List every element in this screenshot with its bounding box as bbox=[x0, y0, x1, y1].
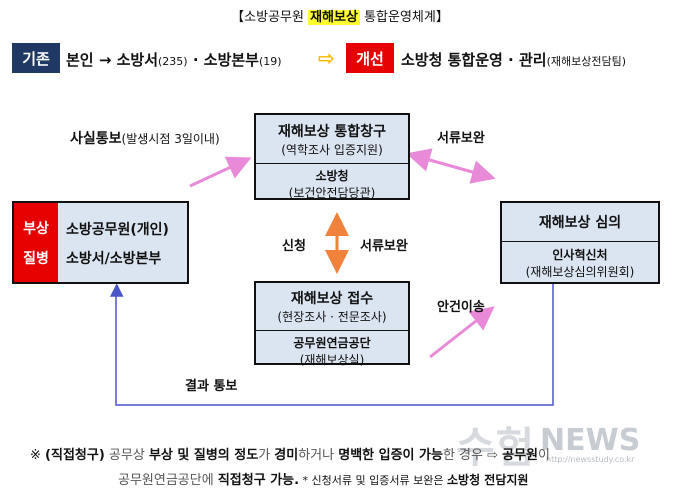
case-transfer-arrow bbox=[429, 306, 495, 359]
integrated-window-org: 소방청 bbox=[315, 169, 349, 183]
improve-arrow-icon: ⇨ bbox=[318, 46, 335, 70]
review-box: 재해보상 심의 인사혁신처 (재해보상심의위원회) bbox=[500, 201, 660, 284]
footnote-text-b: 공무상 bbox=[104, 448, 149, 463]
injury-tag: 부상 질병 bbox=[14, 203, 58, 282]
fact-notice-text: 사실통보 bbox=[70, 131, 122, 147]
result-notice-label: 결과 통보 bbox=[185, 379, 238, 394]
fact-notice-arrow bbox=[189, 156, 252, 188]
diagram-title: 【소방공무원 재해보상 통합운영체계】 bbox=[0, 6, 680, 25]
apply-label: 신청 bbox=[282, 239, 306, 254]
footnote-text-i: 공무원 bbox=[502, 448, 539, 463]
footnote-text-f: 하거나 bbox=[298, 448, 339, 463]
footnote-mark: ※ bbox=[30, 448, 41, 463]
footnote-text-c: 부상 및 질병의 정도 bbox=[148, 448, 259, 463]
claim-receipt-sub: (현장조사 · 전문조사) bbox=[277, 310, 387, 324]
footnote-line2-b: 에 bbox=[201, 473, 218, 488]
title-highlight: 재해보상 bbox=[308, 10, 360, 25]
improved-tag: 개선 bbox=[346, 43, 394, 73]
injury-tag-line2: 질병 bbox=[23, 250, 49, 267]
footnote-line2-e: 소방청 전담지원 bbox=[446, 473, 529, 487]
applicant-line1: 소방공무원(개인) bbox=[66, 222, 169, 238]
claim-receipt-head: 재해보상 접수 bbox=[290, 291, 374, 307]
case-transfer-label: 안건이송 bbox=[437, 300, 485, 315]
injury-tag-line1: 부상 bbox=[23, 220, 49, 237]
title-prefix: 【소방공무원 bbox=[231, 10, 309, 25]
title-suffix: 통합운영체계】 bbox=[359, 10, 449, 25]
improved-sub: (재해보상전담팀) bbox=[546, 55, 627, 68]
doc-supplement-top-arrow bbox=[406, 148, 496, 184]
claim-receipt-org-sub: (재해보상실) bbox=[299, 353, 365, 367]
current-text2: 소방본부 bbox=[203, 51, 259, 69]
applicant-line2: 소방서/소방본부 bbox=[66, 251, 162, 267]
review-org: 인사혁신처 bbox=[552, 248, 608, 262]
integrated-window-sub: (역학조사 입증지원) bbox=[281, 143, 383, 157]
footnote-text-e: 경미 bbox=[274, 448, 299, 463]
footnote-line1: ※ (직접청구) 공무상 부상 및 질병의 정도가 경미하거나 명백한 입증이 … bbox=[30, 444, 550, 463]
footnote-line2-c: 직접청구 가능. bbox=[217, 473, 300, 488]
current-tag: 기존 bbox=[12, 43, 60, 73]
doc-supplement-mid-label: 서류보완 bbox=[360, 239, 408, 254]
result-notice-line bbox=[110, 283, 554, 406]
fact-notice-sub: (발생시점 3일이내) bbox=[121, 132, 220, 146]
footnote-text-g: 명백한 입증이 가능 bbox=[338, 448, 443, 463]
footnote-text-h: 한 경우 ⇨ bbox=[442, 448, 503, 463]
current-sep: · bbox=[187, 51, 204, 69]
footnote-text-j: 이 bbox=[538, 448, 550, 463]
current-flow: 본인 → 소방서(235) · 소방본부(19) bbox=[66, 49, 282, 70]
current-count2: (19) bbox=[258, 55, 282, 68]
integrated-window-org-sub: (보건안전담당관) bbox=[288, 186, 376, 200]
improved-flow: 소방청 통합운영 · 관리(재해보상전담팀) bbox=[401, 49, 626, 70]
footnote-line2: 공무원연금공단에 직접청구 가능. * 신청서류 및 입증서류 보완은 소방청 … bbox=[118, 469, 528, 488]
current-count1: (235) bbox=[158, 55, 188, 68]
fact-notice-label: 사실통보(발생시점 3일이내) bbox=[70, 128, 220, 148]
watermark-logo-icon: 수험 bbox=[456, 423, 536, 472]
review-head: 재해보상 심의 bbox=[538, 215, 622, 231]
footnote-text-d: 가 bbox=[258, 448, 275, 463]
review-org-sub: (재해보상심의위원회) bbox=[525, 265, 635, 279]
improved-text: 소방청 통합운영 · 관리 bbox=[401, 51, 547, 69]
integrated-window-box: 재해보상 통합창구 (역학조사 입증지원) 소방청 (보건안전담당관) bbox=[254, 113, 410, 200]
current-text1: 본인 → 소방서 bbox=[66, 51, 159, 69]
footnote-line2-a: 공무원연금공단 bbox=[118, 473, 202, 488]
claim-receipt-box: 재해보상 접수 (현장조사 · 전문조사) 공무원연금공단 (재해보상실) bbox=[254, 281, 410, 367]
doc-supplement-top-label: 서류보완 bbox=[437, 131, 485, 146]
applicant-box: 부상 질병 소방공무원(개인) 소방서/소방본부 bbox=[12, 201, 189, 284]
footnote-direct-claim: (직접청구) bbox=[45, 448, 105, 463]
claim-receipt-org: 공무원연금공단 bbox=[293, 336, 371, 350]
footnote-line2-d: * 신청서류 및 입증서류 보완은 bbox=[299, 474, 447, 487]
watermark-brand: NEWS bbox=[540, 423, 641, 458]
integrated-window-head: 재해보상 통합창구 bbox=[278, 124, 386, 140]
watermark-url: http://newsstudy.co.kr bbox=[546, 455, 635, 464]
